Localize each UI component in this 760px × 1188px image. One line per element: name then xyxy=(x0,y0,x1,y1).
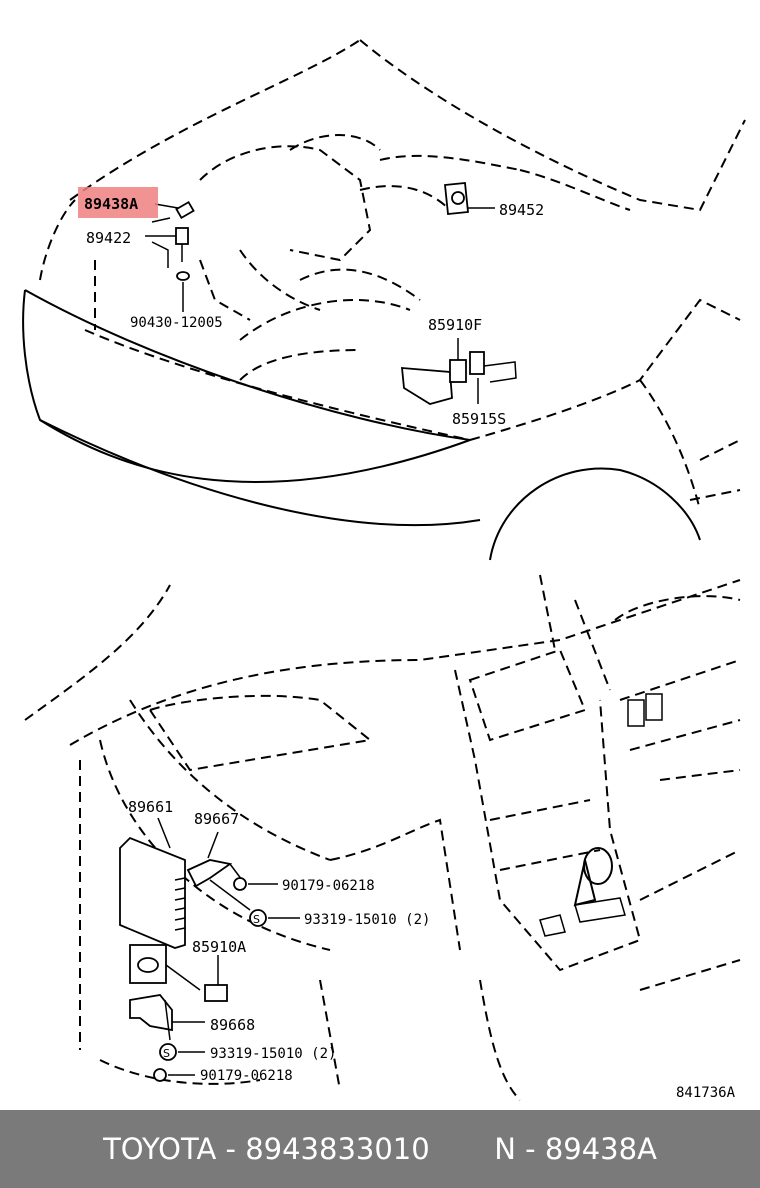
part-number-text: TOYOTA - 8943833010 N - 89438A xyxy=(103,1132,657,1166)
bracket-89668-part xyxy=(129,994,205,1041)
label-85910A: 85910A xyxy=(192,938,246,956)
label-89422: 89422 xyxy=(86,229,131,247)
diagram-code: 841736A xyxy=(676,1085,736,1101)
screw-93319-icon: S xyxy=(249,909,300,927)
sensor-89452-part xyxy=(444,182,495,215)
ecu-89661-part xyxy=(119,817,186,949)
label-89667: 89667 xyxy=(194,810,239,828)
screw-93319-bottom-icon: S xyxy=(159,1043,205,1061)
label-89661: 89661 xyxy=(128,798,173,816)
nut-90179-bottom-icon xyxy=(153,1068,195,1082)
svg-text:S: S xyxy=(163,1047,170,1060)
label-93319-15010-b: 93319-15010 (2) xyxy=(210,1046,336,1062)
bracket-89667-part xyxy=(186,831,251,911)
relay-85910A-part xyxy=(129,944,228,1002)
label-89668: 89668 xyxy=(210,1016,255,1034)
label-85910F: 85910F xyxy=(428,316,482,334)
part-footer-bar: TOYOTA - 8943833010 N - 89438A xyxy=(0,1110,760,1188)
svg-text:S: S xyxy=(253,913,260,926)
label-89452: 89452 xyxy=(499,201,544,219)
engine-bay-illustration xyxy=(22,39,746,561)
relay-bracket-part xyxy=(400,338,517,405)
label-90430-12005: 90430-12005 xyxy=(130,315,223,331)
highlight-89438A xyxy=(78,187,158,218)
nut-90179-icon xyxy=(233,877,278,891)
label-85915S: 85915S xyxy=(452,410,506,428)
leader-lines-top xyxy=(145,203,184,312)
label-90179-06218-b: 90179-06218 xyxy=(200,1068,293,1084)
label-90179-06218-a: 90179-06218 xyxy=(282,878,375,894)
dashboard-illustration xyxy=(24,574,741,1101)
label-89438A: 89438A xyxy=(84,195,138,213)
parts-diagram: 89438A 89422 90430-12005 89452 85910F 85… xyxy=(22,39,746,1101)
label-93319-15010-a: 93319-15010 (2) xyxy=(304,912,430,928)
sensor-89438A-part xyxy=(175,200,195,281)
